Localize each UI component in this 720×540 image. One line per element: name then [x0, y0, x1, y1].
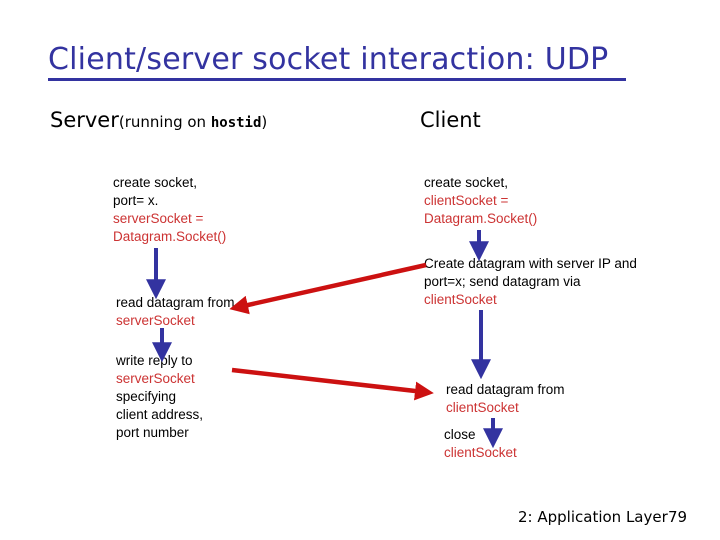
client-step-create-datagram: Create datagram with server IP and port=… — [424, 255, 674, 309]
server-heading-paren-open: (running on — [118, 113, 211, 131]
server-heading-paren-close: ) — [261, 113, 268, 131]
client-step1-plain: create socket, — [424, 175, 509, 190]
server-step-read-datagram: read datagram from serverSocket — [116, 294, 326, 330]
client-step-close: close clientSocket — [444, 426, 644, 462]
client-step1-code: clientSocket = Datagram.Socket() — [424, 193, 538, 226]
server-step1-code: serverSocket = Datagram.Socket() — [113, 211, 227, 244]
server-step1-plain: create socket, port= x. — [113, 175, 198, 208]
client-step-create-socket: create socket, clientSocket = Datagram.S… — [424, 174, 654, 228]
server-step3-plain-after: specifying client address, port number — [116, 389, 204, 440]
page-title: Client/server socket interaction: UDP — [48, 42, 609, 77]
server-step-write-reply: write reply to serverSocket specifying c… — [116, 352, 296, 442]
server-heading-hostid: hostid — [210, 115, 262, 131]
client-step4-plain: close — [444, 427, 476, 442]
column-heading-server: Server(running on hostid) — [50, 108, 267, 132]
footer-page-number: 79 — [668, 508, 688, 526]
server-step3-plain-before: write reply to — [116, 353, 193, 368]
column-heading-client: Client — [420, 108, 481, 132]
client-step3-plain: read datagram from — [446, 382, 565, 397]
client-step-read-datagram: read datagram from clientSocket — [446, 381, 656, 417]
client-step2-code: clientSocket — [424, 292, 497, 307]
server-step3-code: serverSocket — [116, 371, 195, 386]
server-step-create-socket: create socket, port= x. serverSocket = D… — [113, 174, 313, 246]
client-step3-code: clientSocket — [446, 400, 519, 415]
server-heading-text: Server — [50, 108, 119, 132]
server-step2-plain: read datagram from — [116, 295, 235, 310]
footer-chapter-label: 2: Application Layer — [518, 508, 668, 526]
title-underline — [48, 78, 626, 81]
server-step2-code: serverSocket — [116, 313, 195, 328]
client-step2-plain: Create datagram with server IP and port=… — [424, 256, 637, 289]
client-step4-code: clientSocket — [444, 445, 517, 460]
